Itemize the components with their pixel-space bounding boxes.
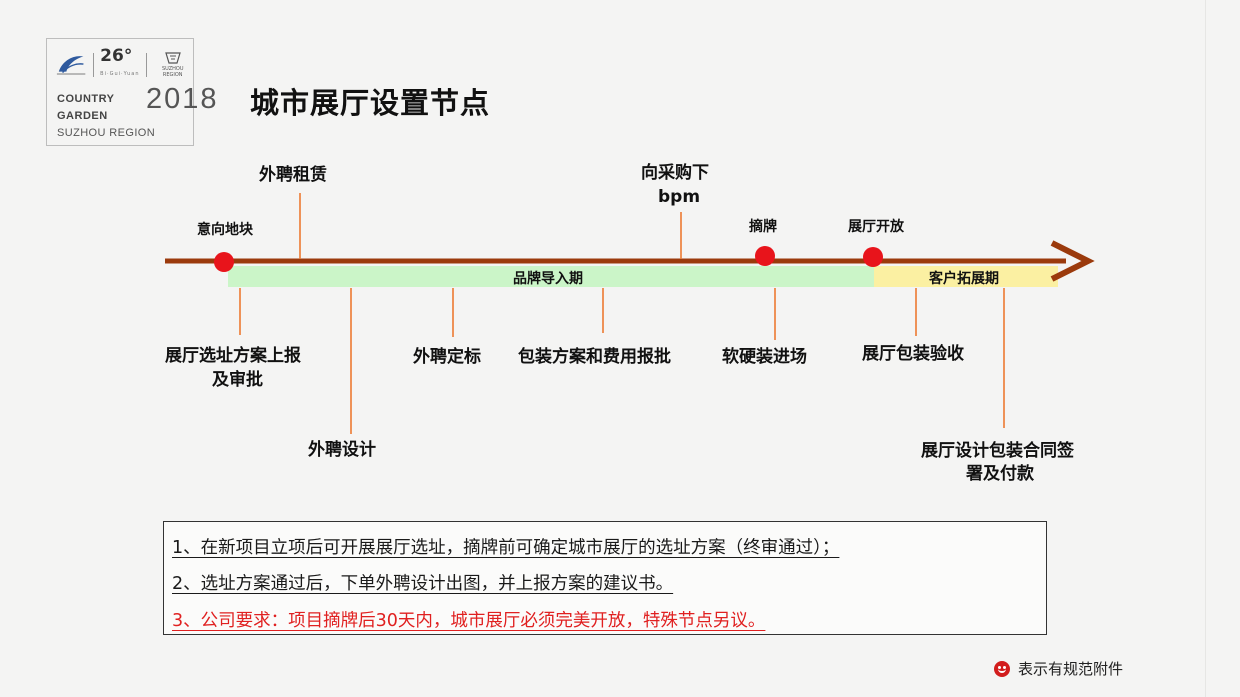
node-label-site-plan-line1: 展厅选址方案上报 bbox=[165, 346, 301, 366]
node-label-contract-line2: 署及付款 bbox=[966, 464, 1034, 484]
year-label: 2018 bbox=[146, 83, 219, 115]
node-label-package-approval: 包装方案和费用报批 bbox=[518, 347, 671, 367]
phase-label-brand-intro: 品牌导入期 bbox=[513, 270, 583, 287]
note-item: 1、在新项目立项后可开展展厅选址，摘牌前可确定城市展厅的选址方案（终审通过）； bbox=[172, 538, 840, 558]
logo-separator bbox=[93, 53, 95, 77]
timeline-arrowhead bbox=[1050, 240, 1095, 282]
node-label-contract-line1: 展厅设计包装合同签 bbox=[921, 441, 1074, 461]
legend-footer: 表示有规范附件 bbox=[994, 658, 1123, 679]
brand-mark-icon bbox=[56, 56, 86, 75]
logo-text-region: SUZHOU REGION bbox=[57, 127, 156, 139]
page-edge-line bbox=[1205, 0, 1206, 697]
notes-box: 1、在新项目立项后可开展展厅选址，摘牌前可确定城市展厅的选址方案（终审通过）； … bbox=[163, 521, 1047, 635]
note-item: 2、选址方案通过后，下单外聘设计出图，并上报方案的建议书。 bbox=[172, 574, 674, 594]
legend-text: 表示有规范附件 bbox=[1018, 660, 1124, 678]
logo-text-garden: GARDEN bbox=[57, 110, 108, 122]
node-label-site-plan-line2: 及审批 bbox=[212, 370, 263, 390]
logo-separator bbox=[145, 53, 147, 77]
node-label-furnishing-entry: 软硬装进场 bbox=[722, 347, 807, 367]
node-label-hire-tender: 外聘定标 bbox=[413, 347, 481, 367]
company-logo-box: 26° Bi·Gui·Yuan SUZHOU REGION COUNTRY GA… bbox=[46, 38, 194, 146]
phase-label-customer-expansion: 客户拓展期 bbox=[928, 270, 999, 287]
region-badge: SUZHOU REGION bbox=[152, 52, 193, 78]
milestone-label-intended-plot: 意向地块 bbox=[197, 222, 253, 238]
logo-text-country: COUNTRY bbox=[57, 93, 115, 105]
milestone-label-showroom-open: 展厅开放 bbox=[848, 219, 904, 235]
phase-bar-brand-intro bbox=[228, 266, 874, 287]
logo-row: 26° Bi·Gui·Yuan SUZHOU REGION bbox=[55, 47, 193, 83]
milestone-dot-showroom-open bbox=[863, 247, 883, 267]
node-label-package-acceptance: 展厅包装验收 bbox=[862, 344, 964, 364]
node-label-hire-design: 外聘设计 bbox=[308, 440, 376, 460]
page-title: 城市展厅设置节点 bbox=[250, 86, 491, 120]
smiley-icon bbox=[994, 660, 1010, 677]
milestone-dot-intended-plot bbox=[214, 252, 234, 272]
node-label-purchase-line1: 向采购下 bbox=[641, 163, 709, 183]
anniversary-badge: 26° Bi·Gui·Yuan bbox=[100, 46, 140, 77]
milestone-label-land-award: 摘牌 bbox=[749, 219, 777, 235]
diamond-seal-icon bbox=[164, 52, 181, 64]
node-label-hire-leasing: 外聘租赁 bbox=[259, 165, 327, 185]
phase-bar-customer-expansion bbox=[874, 266, 1058, 287]
milestone-dot-land-award bbox=[755, 246, 775, 266]
note-item-highlight: 3、公司要求：项目摘牌后30天内，城市展厅必须完美开放，特殊节点另议。 bbox=[172, 611, 766, 631]
node-label-purchase-line2: bpm bbox=[658, 187, 701, 207]
